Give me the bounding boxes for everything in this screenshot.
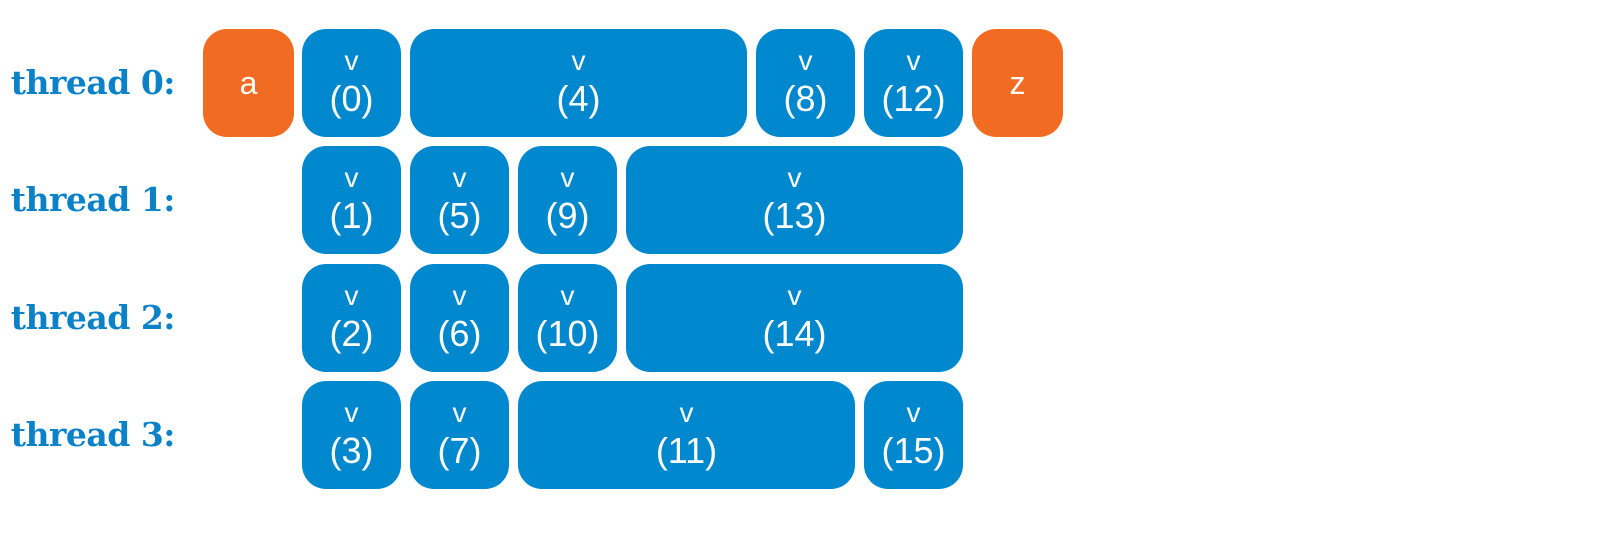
value-block-index: (12) xyxy=(881,78,946,119)
value-block-10: v (10) xyxy=(518,264,617,372)
value-block-7: v (7) xyxy=(410,381,509,489)
value-block-symbol: v xyxy=(798,45,813,76)
value-block-symbol: v xyxy=(560,162,575,193)
value-block-index: (6) xyxy=(437,313,482,354)
value-block-index: (4) xyxy=(556,78,601,119)
value-block-symbol: v xyxy=(571,45,586,76)
value-block-symbol: v xyxy=(787,162,802,193)
thread-2-label: thread 2: xyxy=(10,298,176,337)
value-block-index: (8) xyxy=(783,78,828,119)
thread-0-label: thread 0: xyxy=(10,63,176,102)
value-block-4: v (4) xyxy=(410,29,747,137)
value-block-symbol: v xyxy=(452,397,467,428)
value-block-index: (5) xyxy=(437,195,482,236)
value-block-9: v (9) xyxy=(518,146,617,254)
value-block-index: (0) xyxy=(329,78,374,119)
value-block-symbol: v xyxy=(452,280,467,311)
value-block-13: v (13) xyxy=(626,146,963,254)
event-block-z: z xyxy=(972,29,1063,137)
value-block-index: (9) xyxy=(545,195,590,236)
event-block-a: a xyxy=(203,29,294,137)
value-block-0: v (0) xyxy=(302,29,401,137)
value-block-symbol: v xyxy=(344,45,359,76)
value-block-index: (1) xyxy=(329,195,374,236)
value-block-8: v (8) xyxy=(756,29,855,137)
value-block-index: (2) xyxy=(329,313,374,354)
value-block-15: v (15) xyxy=(864,381,963,489)
value-block-symbol: v xyxy=(906,45,921,76)
value-block-11: v (11) xyxy=(518,381,855,489)
value-block-symbol: v xyxy=(560,280,575,311)
value-block-1: v (1) xyxy=(302,146,401,254)
value-block-index: (10) xyxy=(535,313,600,354)
value-block-2: v (2) xyxy=(302,264,401,372)
value-block-symbol: v xyxy=(679,397,694,428)
value-block-symbol: v xyxy=(452,162,467,193)
value-block-5: v (5) xyxy=(410,146,509,254)
value-block-symbol: v xyxy=(344,397,359,428)
value-block-symbol: v xyxy=(787,280,802,311)
value-block-12: v (12) xyxy=(864,29,963,137)
value-block-symbol: v xyxy=(344,162,359,193)
value-block-symbol: v xyxy=(906,397,921,428)
value-block-index: (7) xyxy=(437,430,482,471)
value-block-index: (14) xyxy=(762,313,827,354)
thread-1-label: thread 1: xyxy=(10,180,176,219)
value-block-3: v (3) xyxy=(302,381,401,489)
value-block-index: (13) xyxy=(762,195,827,236)
value-block-6: v (6) xyxy=(410,264,509,372)
value-block-symbol: v xyxy=(344,280,359,311)
value-block-14: v (14) xyxy=(626,264,963,372)
value-block-index: (3) xyxy=(329,430,374,471)
value-block-index: (15) xyxy=(881,430,946,471)
value-block-index: (11) xyxy=(655,430,718,471)
thread-3-label: thread 3: xyxy=(10,415,176,454)
